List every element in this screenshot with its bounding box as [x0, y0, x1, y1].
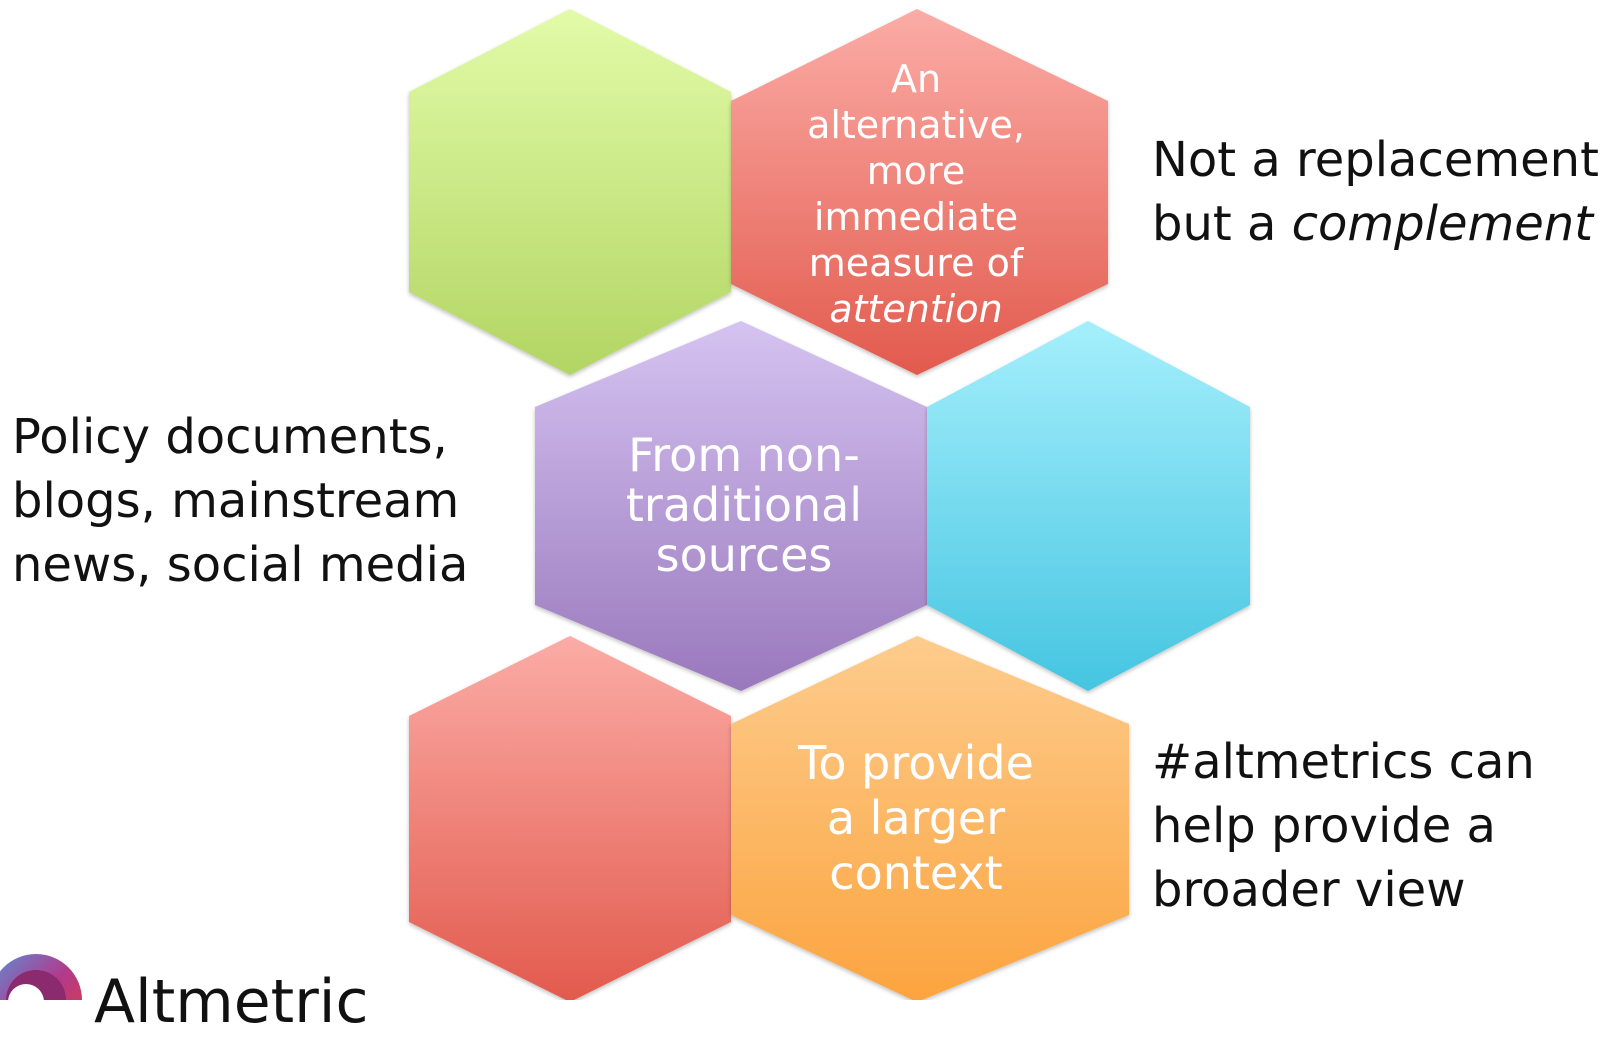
- hexagon-middle-right: [927, 321, 1250, 691]
- altmetric-logo-icon: [0, 954, 82, 1000]
- hexagon-middle-left: [535, 321, 927, 691]
- hexagon-top-right: [731, 9, 1108, 375]
- callout-altmetrics-broader-view: #altmetrics can help provide a broader v…: [1152, 734, 1535, 918]
- callout-not-a-replacement: Not a replacement but a complement: [1152, 132, 1599, 252]
- hexagon-diagram: [409, 9, 1250, 1000]
- hexagon-bottom-left: [409, 636, 731, 1000]
- hexagon-top-left: [409, 9, 731, 375]
- hexagon-top-right-text: An alternative, more immediate measure o…: [807, 57, 1025, 331]
- hexagon-middle-left-text: From non- traditional sources: [625, 428, 863, 582]
- altmetric-logo-text: Altmetric: [94, 967, 369, 1037]
- callout-policy-documents: Policy documents, blogs, mainstream news…: [12, 409, 469, 593]
- attention-italic: attention: [829, 287, 1003, 331]
- hexagon-bottom-right: [731, 636, 1129, 1000]
- complement-italic: complement: [1291, 196, 1594, 252]
- hexagon-bottom-right-text: To provide a larger context: [798, 735, 1034, 900]
